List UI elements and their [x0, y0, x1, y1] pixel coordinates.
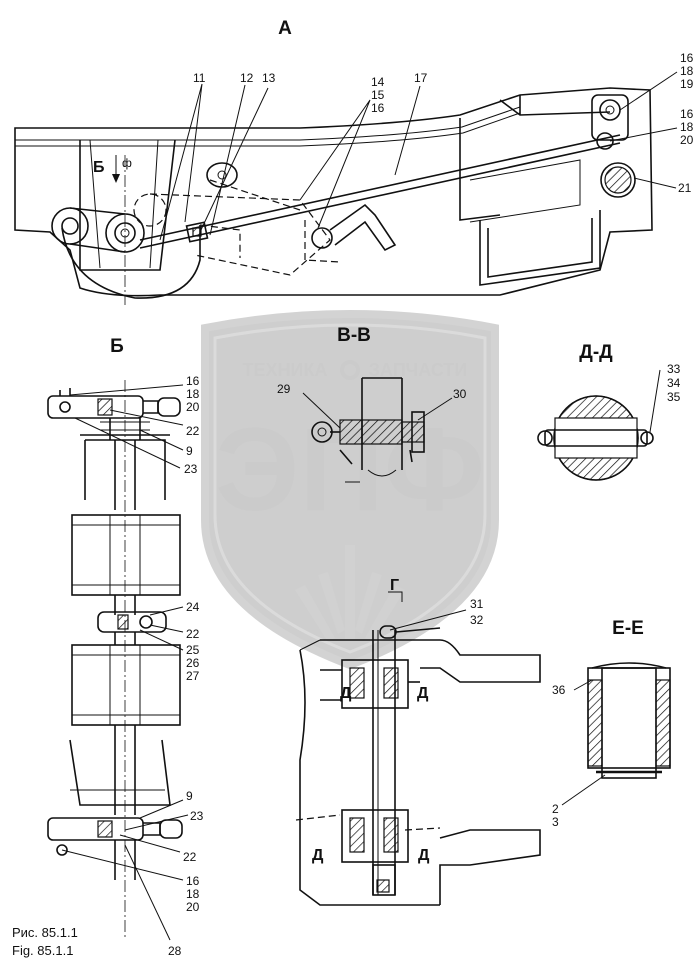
callout: 21: [678, 181, 692, 195]
callout: 23: [184, 462, 198, 476]
arrow-b-label: Б: [93, 159, 105, 176]
callout: 22: [186, 424, 200, 438]
callouts-view-b: 16 18 20 22 9 23 24 22 25 26 27 9 23 22 …: [61, 374, 204, 958]
caption-en: Fig. 85.1.1: [12, 943, 73, 958]
view-ee-title: Е-Е: [612, 618, 644, 639]
callout: 32: [470, 613, 484, 627]
view-a: А: [14, 18, 694, 305]
callout: 29: [277, 382, 291, 396]
wheat-icon: [295, 545, 405, 642]
callout: 16: [186, 874, 200, 888]
callout: 15: [371, 88, 385, 102]
view-dd: Д-Д 33 34 35: [537, 342, 681, 481]
callout: 3: [552, 815, 559, 829]
callout: 20: [680, 133, 694, 147]
view-b: Б: [47, 336, 204, 958]
callout: 11: [193, 71, 206, 85]
callout: 35: [667, 390, 681, 404]
callout: 14: [371, 75, 385, 89]
watermark-logo: ТЕХНИКА ЗАПЧАСТИ ЭПФ: [201, 310, 499, 670]
callout: 16: [371, 101, 385, 115]
view-dd-title: Д-Д: [579, 342, 613, 363]
mark-d: Д: [418, 847, 430, 864]
view-a-title: А: [278, 18, 292, 39]
callout: 20: [186, 400, 200, 414]
callout: 18: [680, 64, 694, 78]
callout: 16: [680, 51, 694, 65]
view-b-title: Б: [110, 336, 124, 357]
callout: 9: [186, 789, 193, 803]
callout: 17: [414, 71, 428, 85]
callout: 34: [667, 376, 681, 390]
callout: 36: [552, 683, 566, 697]
callout: 24: [186, 600, 200, 614]
svg-text:ф: ф: [122, 156, 132, 170]
callout: 18: [186, 887, 200, 901]
callout: 28: [168, 944, 182, 958]
watermark-line2: ЗАПЧАСТИ: [369, 360, 468, 380]
mark-g: Г: [390, 577, 399, 594]
mark-d: Д: [312, 847, 324, 864]
callout: 18: [186, 387, 200, 401]
callout: 12: [240, 71, 254, 85]
callouts-view-a: 11 12 13 14 15 16 17 16 18 19 16 18 20 2…: [159, 51, 694, 241]
view-ee: Е-Е 36 2 3: [552, 618, 671, 829]
callout: 27: [186, 669, 200, 683]
callout: 19: [680, 77, 694, 91]
callout: 20: [186, 900, 200, 914]
gear-icon: [340, 360, 360, 380]
view-vv-title: В-В: [337, 325, 371, 346]
callout: 30: [453, 387, 467, 401]
callout: 2: [552, 802, 559, 816]
view-vv: В-В 29 30: [277, 325, 467, 483]
watermark-line1: ТЕХНИКА: [243, 360, 328, 380]
callout: 25: [186, 643, 200, 657]
callout: 13: [262, 71, 276, 85]
caption-ru: Рис. 85.1.1: [12, 925, 78, 940]
callout: 26: [186, 656, 200, 670]
callout: 23: [190, 809, 204, 823]
callout: 18: [680, 120, 694, 134]
mark-d: Д: [340, 685, 352, 702]
callout: 16: [680, 107, 694, 121]
lower-shaft-assembly: Г 31 32 Д Д Д Д: [295, 577, 541, 906]
mark-d: Д: [417, 685, 429, 702]
callout: 9: [186, 444, 193, 458]
callout: 31: [470, 597, 484, 611]
callout: 16: [186, 374, 200, 388]
callout: 33: [667, 362, 681, 376]
callout: 22: [183, 850, 197, 864]
callout: 22: [186, 627, 200, 641]
